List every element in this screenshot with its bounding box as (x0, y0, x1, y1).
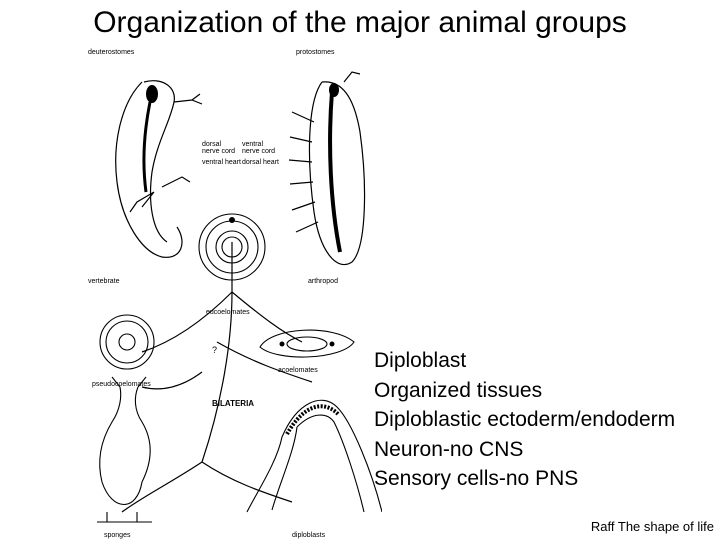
label-nerve-cord-2: nerve cord (242, 148, 275, 155)
label-question: ? (212, 345, 217, 355)
vertebrate-brain-shape (146, 85, 158, 103)
label-protostomes: protostomes (296, 49, 335, 56)
sponge-drawing (97, 376, 152, 523)
phylogeny-tree (121, 242, 313, 513)
label-ventral-heart: ventral heart (202, 159, 241, 166)
vertebrate-drawing (115, 80, 203, 258)
source-credit: Raff The shape of life (590, 519, 714, 534)
label-vertebrate: vertebrate (88, 278, 120, 285)
bullet-item: Diploblastic ectoderm/endoderm (374, 408, 676, 431)
label-nerve-cord: nerve cord (202, 148, 235, 155)
label-ventral: ventral (242, 141, 263, 148)
arthropod-brain-shape (329, 83, 339, 97)
animal-groups-figure: deuterostomes protostomes dorsal nerve c… (88, 49, 382, 539)
label-arthropod: arthropod (308, 278, 338, 285)
label-bilateria: BILATERIA (212, 399, 254, 408)
bullet-item: Neuron-no CNS (374, 437, 524, 461)
label-dorsal: dorsal (202, 141, 222, 148)
label-sponges: sponges (104, 532, 131, 539)
eucoelomate-nerve-dot (229, 217, 235, 223)
label-pseudocoelomates: pseudocoelomates (92, 381, 151, 388)
acoelomate-section (259, 329, 355, 358)
label-eucoelomates: eucoelomates (206, 309, 250, 316)
dorsal-nerve-cord-shape (142, 101, 152, 193)
label-deuterostomes: deuterostomes (88, 49, 135, 56)
bullet-item: Diploblast (374, 349, 467, 372)
diploblast-drawing (246, 399, 382, 513)
acoelomate-dot-right (329, 341, 335, 347)
pseudocoelomate-section (99, 314, 155, 370)
slide-title: Organization of the major animal groups (93, 6, 627, 39)
bullet-list: Diploblast Organized tissues Diploblasti… (374, 346, 675, 494)
label-diploblasts: diploblasts (292, 532, 326, 539)
bullet-item: Sensory cells-no PNS (374, 467, 579, 490)
acoelomate-dot-left (279, 341, 285, 347)
bullet-item: Organized tissues (374, 378, 543, 402)
arthropod-drawing (288, 71, 366, 266)
ventral-nerve-cord-shape (328, 91, 342, 253)
diploblast-ectoderm-shape (285, 404, 340, 435)
label-dorsal-heart: dorsal heart (242, 159, 279, 166)
label-acoelomates: acoelomates (278, 367, 318, 374)
